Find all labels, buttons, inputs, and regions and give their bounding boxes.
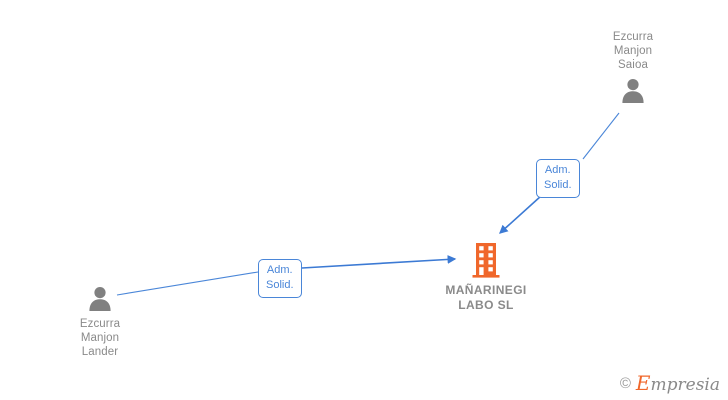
edge-line-saioa-to-label [582, 112, 620, 160]
node-person-ezcurra-manjon-lander[interactable]: Ezcurra Manjon Lander [30, 285, 170, 359]
copyright-icon: © [619, 375, 631, 392]
empresia-watermark: © Empresia [620, 373, 720, 394]
person-icon [89, 287, 111, 311]
person-icon [622, 79, 644, 103]
brand-rest: mpresia [650, 375, 721, 395]
brand-initial: E [635, 371, 651, 395]
brand-name: Empresia [636, 373, 720, 394]
company-label: MAÑARINEGI LABO SL [445, 283, 527, 312]
edge-label-adm-solid-top[interactable]: Adm. Solid. [536, 159, 580, 198]
edge-label-adm-solid-bottom[interactable]: Adm. Solid. [258, 259, 302, 298]
person-label-saioa: Ezcurra Manjon Saioa [612, 31, 654, 71]
node-company-manarinegi-labo-sl[interactable]: MAÑARINEGI LABO SL [416, 242, 556, 313]
edge-line-label-to-company-top [499, 195, 542, 234]
person-label-lander: Ezcurra Manjon Lander [79, 318, 121, 358]
building-icon [472, 243, 500, 278]
node-person-ezcurra-manjon-saioa[interactable]: Ezcurra Manjon Saioa [563, 30, 703, 103]
